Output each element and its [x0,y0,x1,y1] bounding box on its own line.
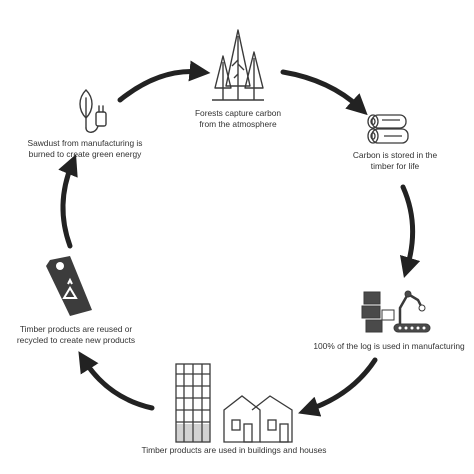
step-label-forests: Forests capture carbon from the atmosphe… [194,108,282,129]
logs-icon [367,114,409,144]
recycle-tag-icon [46,256,92,316]
buildings-icon [175,363,293,443]
arrow-buildings-to-recycle [78,351,155,411]
arrow-forests-to-carbon [280,69,368,116]
plant-plug-icon [79,89,107,133]
step-label-recycle: Timber products are reused or recycled t… [16,324,136,345]
trees-icon [212,29,264,101]
arrow-recycle-to-energy [58,154,78,249]
step-label-buildings: Timber products are used in buildings an… [141,445,327,455]
arrow-carbon-to-manufacturing [399,184,421,279]
step-label-carbon: Carbon is stored in the timber for life [352,150,438,171]
arrow-manufacturing-to-buildings [298,357,378,417]
arrow-energy-to-forests [117,60,211,103]
factory-icon [361,290,431,333]
step-label-manufacturing: 100% of the log is used in manufacturing [313,341,465,351]
step-label-energy: Sawdust from manufacturing is burned to … [27,138,143,159]
